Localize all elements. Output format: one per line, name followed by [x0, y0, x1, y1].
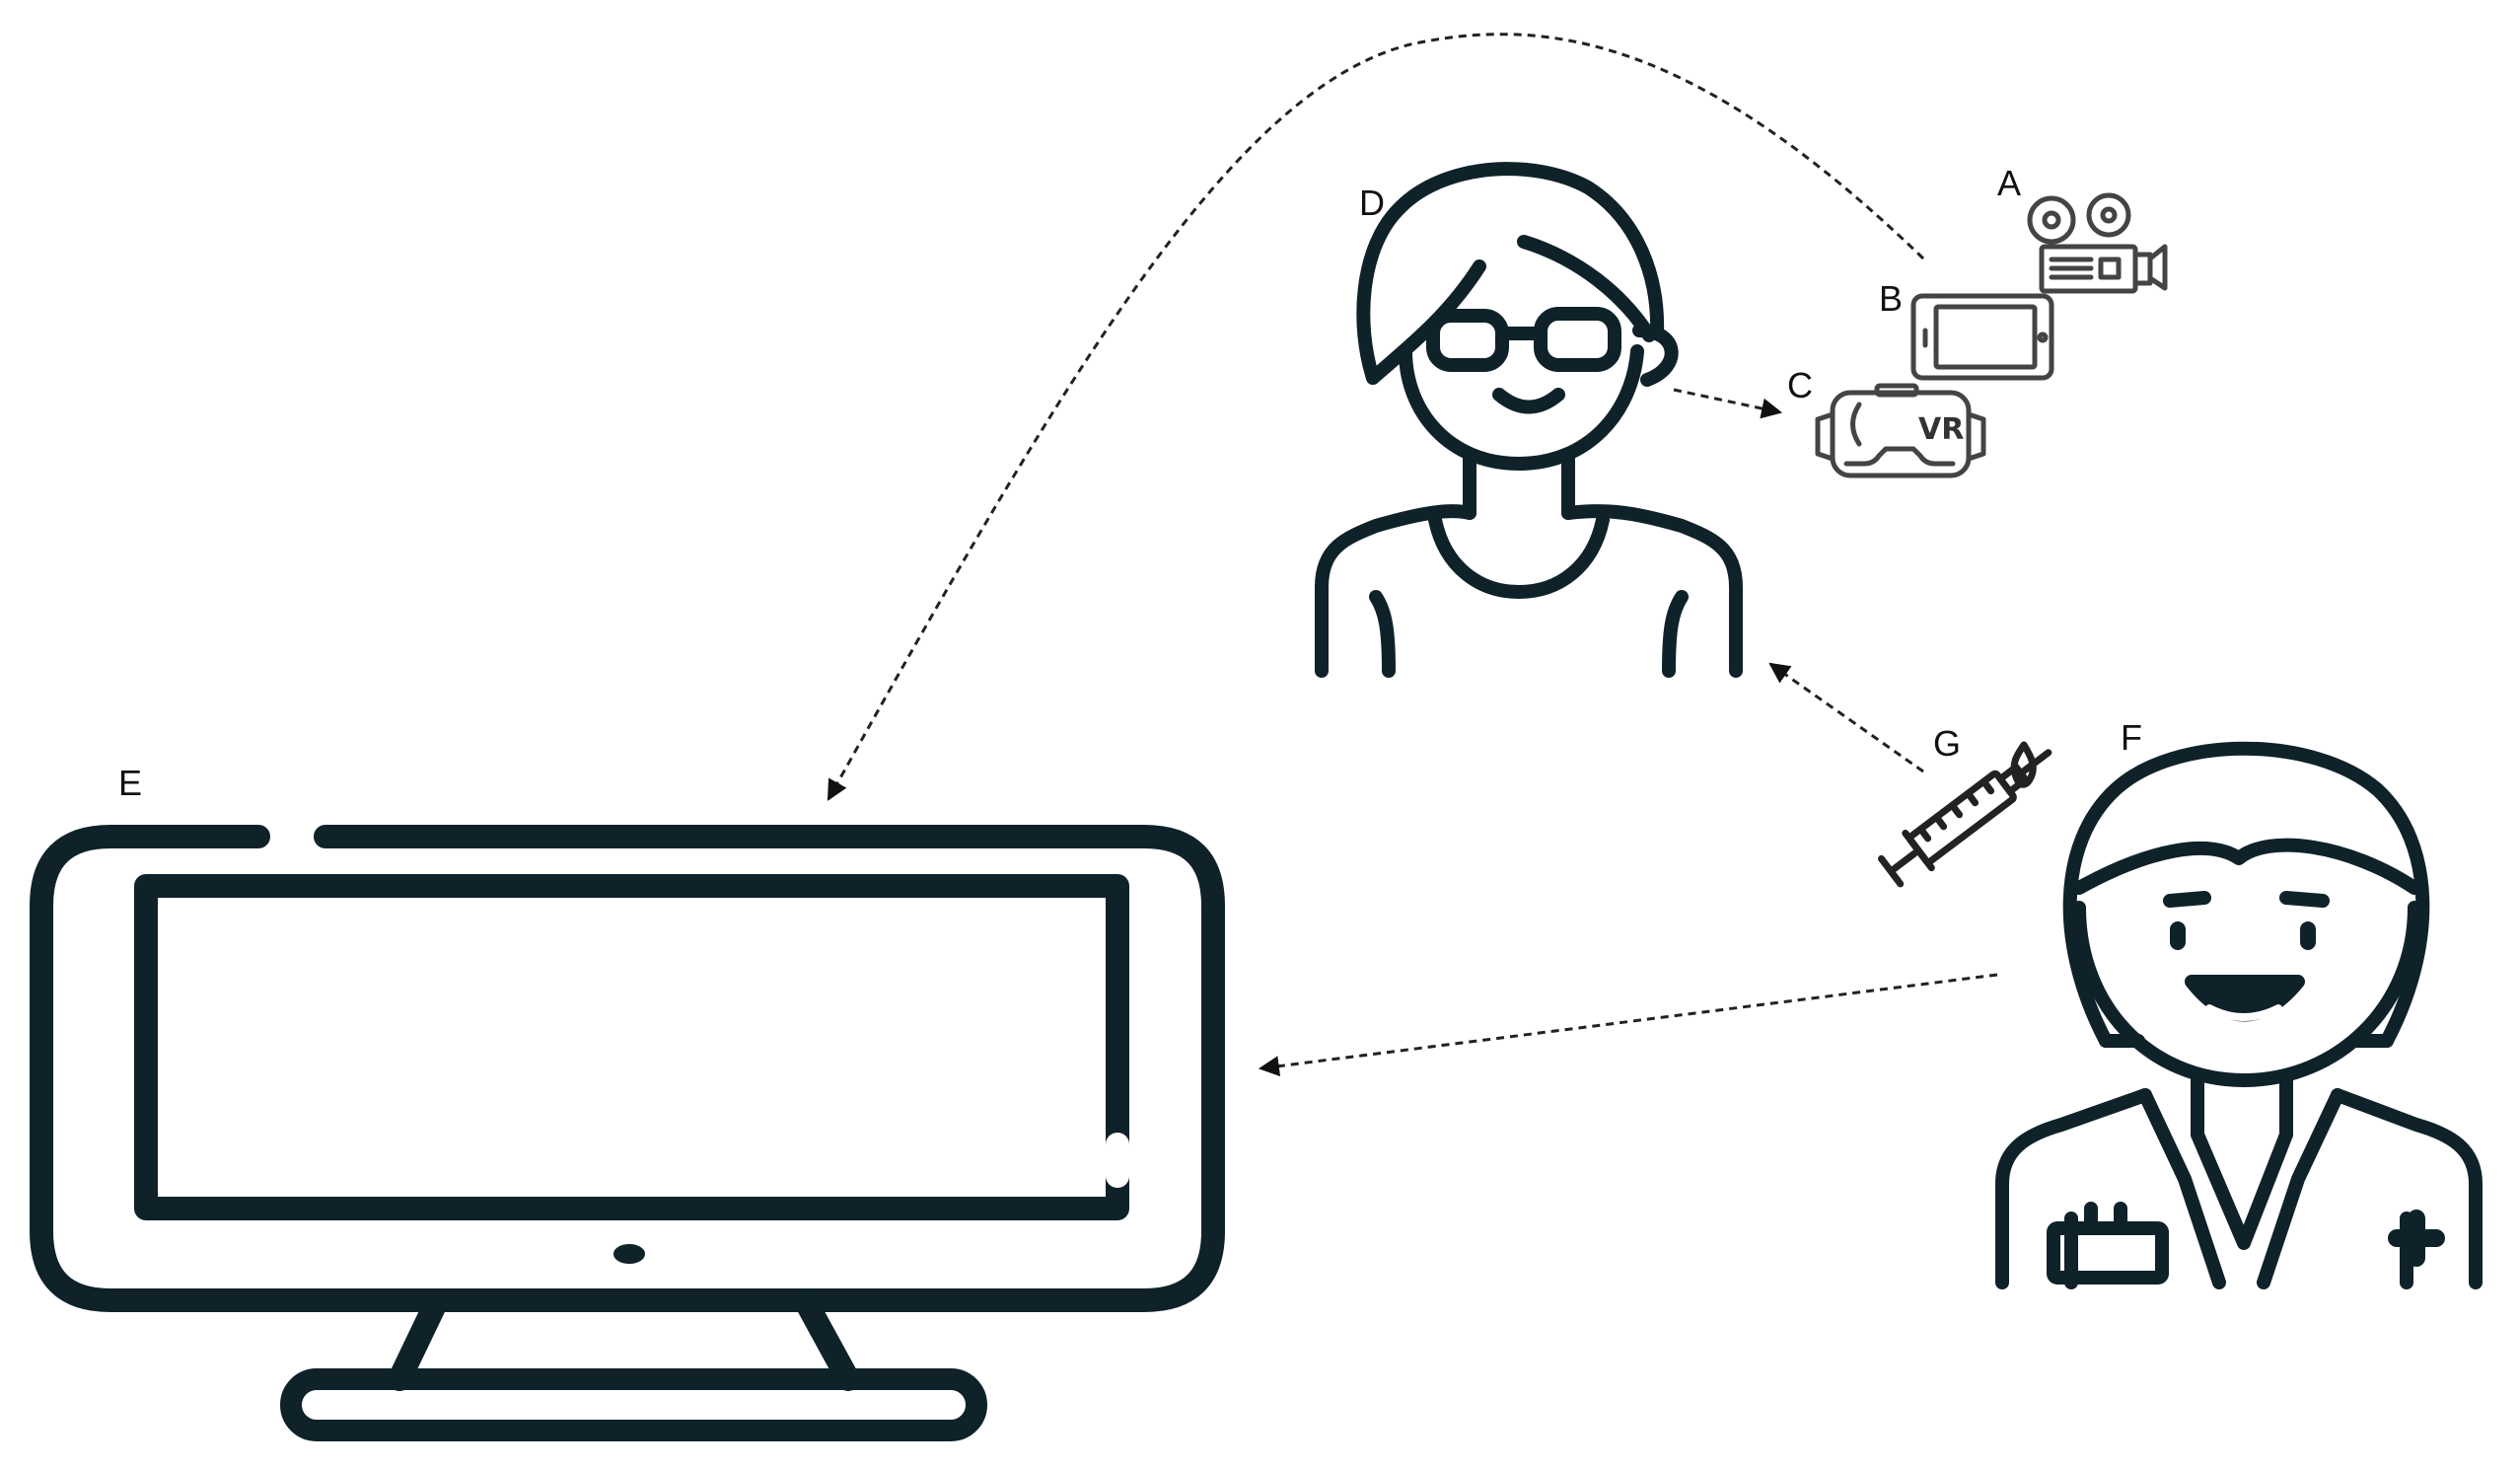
syringe-icon	[1877, 741, 2052, 888]
tablet-icon	[1910, 293, 2054, 381]
vr-headset-icon: VR	[1815, 383, 1986, 478]
arrow-d-to-c	[1673, 388, 1783, 419]
label-a: A	[1997, 163, 2021, 203]
connectors	[827, 33, 1998, 1077]
arrow-f-to-e	[1258, 973, 1998, 1077]
vr-headset-text: VR	[1918, 412, 1964, 447]
label-d: D	[1359, 183, 1385, 223]
patient-with-glasses-icon	[1315, 162, 1743, 678]
label-b: B	[1879, 278, 1903, 319]
arrow-b-to-e	[827, 33, 1925, 801]
film-camera-icon	[2027, 192, 2168, 294]
doctor-icon	[1995, 741, 2483, 1289]
label-e: E	[118, 763, 142, 803]
label-c: C	[1787, 365, 1813, 405]
label-g: G	[1933, 723, 1961, 764]
computer-monitor-icon	[30, 825, 1225, 1441]
label-f: F	[2121, 717, 2142, 758]
arrow-g-to-d	[1768, 662, 1924, 773]
